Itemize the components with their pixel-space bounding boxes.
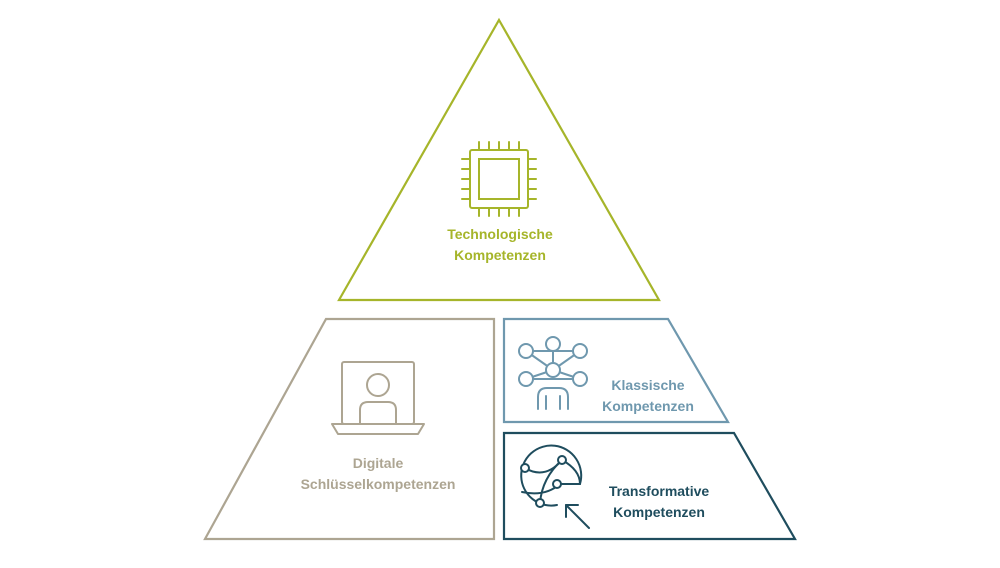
digital-label-line1: Digitale <box>352 455 404 471</box>
transformative-label: Transformative Kompetenzen <box>594 481 724 523</box>
video-call-person-icon <box>331 361 425 435</box>
classic-label: Klassische Kompetenzen <box>588 375 708 417</box>
classic-segment-shape <box>502 317 730 424</box>
globe-network-arrow-icon <box>520 444 590 529</box>
transformative-label-line2: Kompetenzen <box>613 504 705 520</box>
technological-segment-shape <box>337 17 661 302</box>
technological-label: Technologische Kompetenzen <box>400 224 600 266</box>
digital-label-line2: Schlüsselkompetenzen <box>300 476 456 492</box>
technological-label-line1: Technologische <box>447 226 553 242</box>
digital-segment-shape <box>203 317 496 541</box>
transformative-label-line1: Transformative <box>608 483 710 499</box>
microchip-icon <box>461 141 537 217</box>
classic-label-line2: Kompetenzen <box>602 398 694 414</box>
digital-label: Digitale Schlüsselkompetenzen <box>278 453 478 495</box>
classic-label-line1: Klassische <box>611 377 685 393</box>
transformative-segment-shape <box>502 431 797 541</box>
person-network-icon <box>518 336 588 410</box>
technological-label-line2: Kompetenzen <box>454 247 546 263</box>
